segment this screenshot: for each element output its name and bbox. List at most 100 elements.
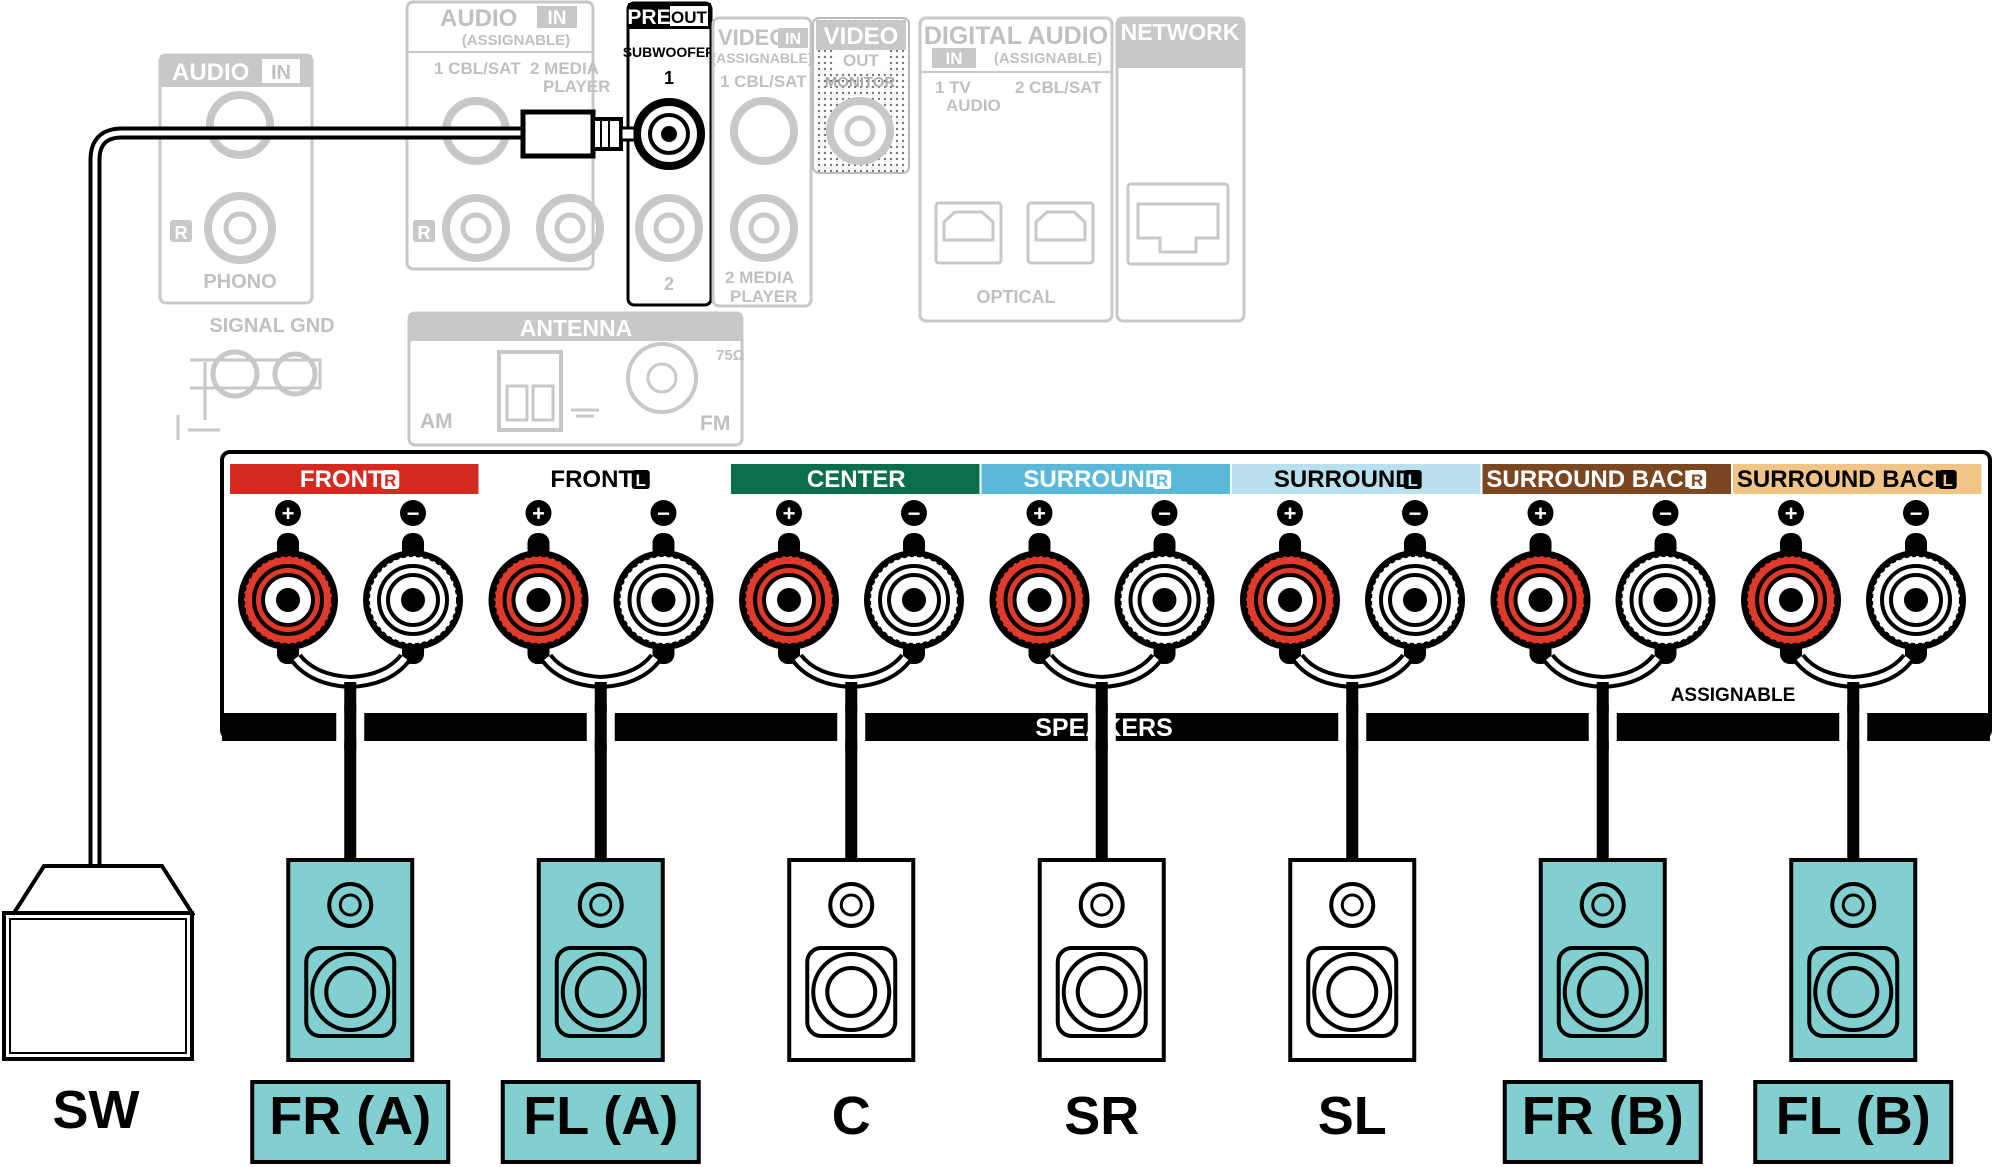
group-header-bar xyxy=(480,464,729,494)
audio-in2-badge: IN xyxy=(548,8,567,29)
signal-gnd-terminal xyxy=(210,349,260,399)
signal-gnd-label: SIGNAL GND xyxy=(209,315,334,337)
network-section: NETWORK xyxy=(1115,16,1246,323)
speaker-fl-a: FL (A) xyxy=(500,858,701,1164)
plus-marker-glyph: + xyxy=(282,501,295,526)
speaker-wire-7 xyxy=(1793,653,1914,860)
pre-out-title: PRE xyxy=(627,6,670,29)
group-label: CENTER xyxy=(807,466,906,493)
digital-audio-ch1: 1 TV xyxy=(935,78,972,97)
group-label: SURROUND xyxy=(1023,466,1162,493)
speaker-label-sl: SL xyxy=(1318,1086,1387,1146)
minus-marker xyxy=(901,500,927,526)
antenna-title: ANTENNA xyxy=(520,315,632,341)
speaker-panel: SPEAKERS ASSIGNABLE FRONTR+−FRONTL+−CENT… xyxy=(220,450,1992,742)
positive-terminal[interactable] xyxy=(1240,550,1340,650)
audio-in-assignable-section: AUDIO IN (ASSIGNABLE) 1 CBL/SAT 2 MEDIA … xyxy=(405,0,610,271)
negative-terminal[interactable] xyxy=(1114,550,1215,650)
minus-marker-glyph: − xyxy=(407,501,420,526)
video-in-title: VIDEO xyxy=(718,25,786,50)
phono-jack-l xyxy=(206,91,274,159)
plus-marker-glyph: + xyxy=(1534,501,1547,526)
group-label: SURROUND xyxy=(1274,466,1413,493)
digital-audio-ch1-audio: AUDIO xyxy=(946,96,1001,115)
side-badge xyxy=(381,470,400,489)
fm-terminal xyxy=(626,342,698,414)
phono-r-label: R xyxy=(175,223,188,243)
subwoofer-1-label: 1 xyxy=(664,68,674,88)
video-in-ch2: 2 MEDIA xyxy=(725,268,794,287)
speaker-wire-2 xyxy=(540,653,662,860)
minus-marker xyxy=(1652,500,1679,526)
speaker-fl-b: FL (B) xyxy=(1753,858,1954,1164)
network-port xyxy=(1126,182,1230,266)
side-badge xyxy=(1938,470,1957,489)
plus-marker-glyph: + xyxy=(1785,501,1798,526)
negative-terminal[interactable] xyxy=(613,550,714,650)
signal-gnd-section: SIGNAL GND xyxy=(176,315,335,440)
audio-in2-ch2: 2 MEDIA xyxy=(530,59,599,78)
am-terminal xyxy=(497,350,563,432)
phono-jack-r xyxy=(204,192,276,264)
fm-ohm-label: 75Ω xyxy=(716,347,745,364)
video-out-title: VIDEO xyxy=(824,23,899,50)
minus-marker xyxy=(400,500,426,526)
plus-marker xyxy=(1026,500,1053,526)
subwoofer-cable xyxy=(88,109,637,872)
side-badge-letter: R xyxy=(1156,471,1168,490)
optical-label: OPTICAL xyxy=(977,287,1056,307)
digital-audio-badge: IN xyxy=(946,49,963,68)
audio-in-title: AUDIO xyxy=(172,59,249,86)
speaker-c: C xyxy=(787,858,916,1146)
plus-marker xyxy=(525,500,552,526)
negative-terminal[interactable] xyxy=(1615,550,1716,650)
positive-terminal[interactable] xyxy=(1490,550,1591,650)
negative-terminal[interactable] xyxy=(864,550,964,650)
video-in-section: VIDEO IN (ASSIGNABLE) 1 CBL/SAT 2 MEDIA … xyxy=(711,16,813,308)
audio-in2-ch1: 1 CBL/SAT xyxy=(434,59,521,78)
audio-in2-sub: (ASSIGNABLE) xyxy=(462,32,570,49)
subwoofer-2-label: 2 xyxy=(664,274,674,294)
minus-marker xyxy=(650,500,677,526)
negative-terminal[interactable] xyxy=(1866,550,1966,650)
group-label: SURROUND BACK xyxy=(1486,466,1701,493)
video-in-ch2-player: PLAYER xyxy=(730,287,797,306)
positive-terminal[interactable] xyxy=(739,550,839,650)
speaker-wire-3 xyxy=(791,653,912,860)
positive-terminal[interactable] xyxy=(1741,550,1841,650)
side-badge xyxy=(1153,470,1172,489)
group-header-bar xyxy=(230,464,479,494)
speaker-sl: SL xyxy=(1288,858,1417,1146)
side-badge xyxy=(1688,470,1707,489)
group-label: FRONT xyxy=(300,466,383,493)
network-title: NETWORK xyxy=(1121,19,1240,45)
assignable-label: ASSIGNABLE xyxy=(1671,685,1796,706)
speaker-wire-1 xyxy=(290,653,411,860)
negative-terminal[interactable] xyxy=(1365,550,1465,650)
speaker-label-fl-b: FL (B) xyxy=(1776,1086,1931,1146)
pre-out-section: PRE OUT SUBWOOFER 1 2 xyxy=(623,1,715,307)
digital-audio-title: DIGITAL AUDIO xyxy=(924,22,1108,50)
terminal-group-center: CENTER+− xyxy=(731,464,980,664)
negative-terminal[interactable] xyxy=(363,550,463,650)
speaker-label-box xyxy=(250,1080,451,1164)
speaker-label-c: C xyxy=(832,1086,871,1146)
optical-1-port xyxy=(934,201,1003,265)
positive-terminal[interactable] xyxy=(989,550,1090,650)
minus-marker-glyph: − xyxy=(657,501,670,526)
video-out-badge: OUT xyxy=(843,51,880,70)
positive-terminal[interactable] xyxy=(238,550,338,650)
side-badge xyxy=(631,470,650,489)
speaker-label-sr: SR xyxy=(1064,1086,1139,1146)
audio-in-badge: IN xyxy=(271,62,291,84)
minus-marker-glyph: − xyxy=(908,501,921,526)
rear-panel-top: AUDIO IN R PHONO SIGNAL GND AUDIO IN (AS… xyxy=(158,0,1246,447)
positive-terminal[interactable] xyxy=(488,550,589,650)
optical-2-port xyxy=(1026,201,1095,265)
minus-marker-glyph: − xyxy=(1659,501,1672,526)
minus-marker-glyph: − xyxy=(1158,501,1171,526)
